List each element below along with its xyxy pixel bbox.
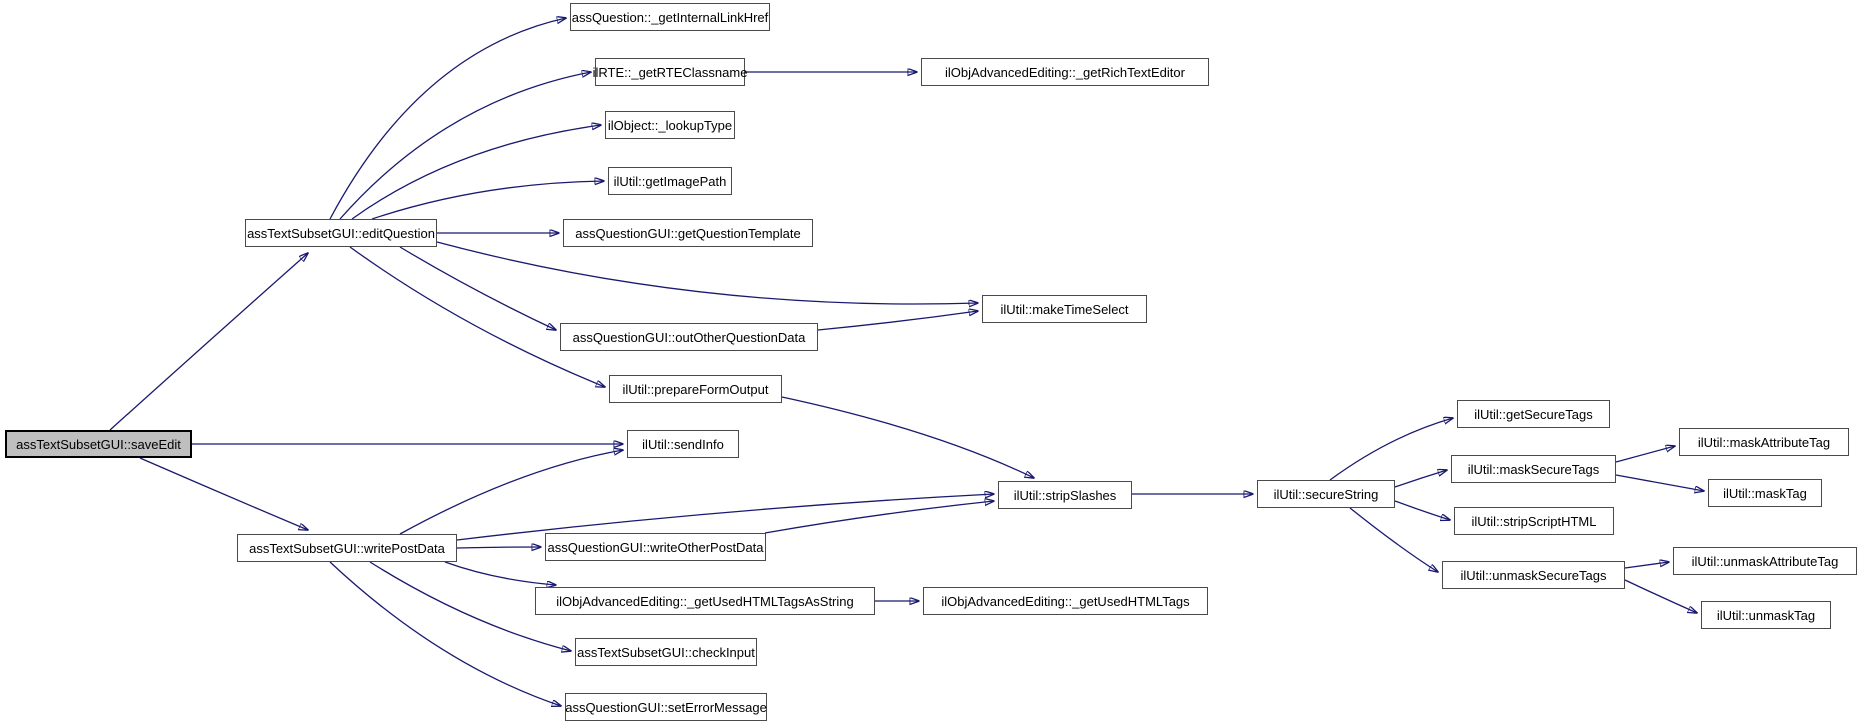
edge-saveEdit-to-writePostData xyxy=(139,457,308,530)
edge-saveEdit-to-editQuestion xyxy=(109,253,308,431)
node-maskAttributeTag[interactable]: ilUtil::maskAttributeTag xyxy=(1679,428,1849,456)
node-lookupType[interactable]: ilObject::_lookupType xyxy=(605,111,735,139)
node-unmaskAttributeTag[interactable]: ilUtil::unmaskAttributeTag xyxy=(1673,547,1857,575)
node-getUsedHTMLTagsAsString[interactable]: ilObjAdvancedEditing::_getUsedHTMLTagsAs… xyxy=(535,587,875,615)
node-getRichTextEditor[interactable]: ilObjAdvancedEditing::_getRichTextEditor xyxy=(921,58,1209,86)
edge-editQuestion-to-getRTEClassname xyxy=(339,72,591,220)
edge-editQuestion-to-outOtherQuestionData xyxy=(399,246,556,330)
node-saveEdit[interactable]: assTextSubsetGUI::saveEdit xyxy=(5,430,192,458)
node-sendInfo[interactable]: ilUtil::sendInfo xyxy=(627,430,739,458)
edge-secureString-to-stripScriptHTML xyxy=(1394,500,1450,520)
node-setErrorMessage[interactable]: assQuestionGUI::setErrorMessage xyxy=(565,693,767,721)
edge-secureString-to-unmaskSecureTags xyxy=(1349,507,1438,572)
edge-writePostData-to-checkInput xyxy=(369,561,571,651)
edge-prepareFormOutput-to-stripSlashes xyxy=(781,396,1034,478)
node-writeOtherPostData[interactable]: assQuestionGUI::writeOtherPostData xyxy=(545,533,766,561)
edge-unmaskSecureTags-to-unmaskTag xyxy=(1624,579,1697,613)
edge-secureString-to-maskSecureTags xyxy=(1394,470,1447,488)
edge-writePostData-to-setErrorMessage xyxy=(329,561,561,706)
edge-editQuestion-to-getInternalLinkHref xyxy=(329,18,566,220)
node-maskSecureTags[interactable]: ilUtil::maskSecureTags xyxy=(1451,455,1616,483)
edge-maskSecureTags-to-maskTag xyxy=(1615,474,1704,491)
node-getSecureTags[interactable]: ilUtil::getSecureTags xyxy=(1457,400,1610,428)
node-getUsedHTMLTags[interactable]: ilObjAdvancedEditing::_getUsedHTMLTags xyxy=(923,587,1208,615)
node-unmaskTag[interactable]: ilUtil::unmaskTag xyxy=(1701,601,1831,629)
edge-editQuestion-to-getImagePath xyxy=(371,181,604,220)
node-getQuestionTemplate[interactable]: assQuestionGUI::getQuestionTemplate xyxy=(563,219,813,247)
node-writePostData[interactable]: assTextSubsetGUI::writePostData xyxy=(237,534,457,562)
node-stripScriptHTML[interactable]: ilUtil::stripScriptHTML xyxy=(1454,507,1614,535)
edge-editQuestion-to-prepareFormOutput xyxy=(349,246,605,387)
edge-unmaskSecureTags-to-unmaskAttributeTag xyxy=(1624,562,1669,569)
node-secureString[interactable]: ilUtil::secureString xyxy=(1257,480,1395,508)
call-graph-edges xyxy=(109,18,1704,706)
node-editQuestion[interactable]: assTextSubsetGUI::editQuestion xyxy=(245,219,437,247)
edge-writePostData-to-getUsedHTMLTagsAsString xyxy=(444,561,556,585)
node-unmaskSecureTags[interactable]: ilUtil::unmaskSecureTags xyxy=(1442,561,1625,589)
edge-writePostData-to-writeOtherPostData xyxy=(456,547,541,548)
edge-writePostData-to-stripSlashes xyxy=(456,494,994,541)
node-checkInput[interactable]: assTextSubsetGUI::checkInput xyxy=(575,638,757,666)
edge-editQuestion-to-makeTimeSelect xyxy=(436,241,978,304)
edge-maskSecureTags-to-maskAttributeTag xyxy=(1615,446,1675,463)
node-getInternalLinkHref[interactable]: assQuestion::_getInternalLinkHref xyxy=(570,3,770,31)
node-maskTag[interactable]: ilUtil::maskTag xyxy=(1708,479,1822,507)
node-prepareFormOutput[interactable]: ilUtil::prepareFormOutput xyxy=(609,375,782,403)
edge-secureString-to-getSecureTags xyxy=(1329,418,1453,481)
edge-outOtherQuestionData-to-makeTimeSelect xyxy=(817,311,978,331)
node-makeTimeSelect[interactable]: ilUtil::makeTimeSelect xyxy=(982,295,1147,323)
node-outOtherQuestionData[interactable]: assQuestionGUI::outOtherQuestionData xyxy=(560,323,818,351)
edge-editQuestion-to-lookupType xyxy=(351,125,601,220)
edge-writePostData-to-sendInfo xyxy=(399,450,623,535)
edge-writeOtherPostData-to-stripSlashes xyxy=(764,501,994,534)
node-getImagePath[interactable]: ilUtil::getImagePath xyxy=(608,167,732,195)
node-getRTEClassname[interactable]: ilRTE::_getRTEClassname xyxy=(593,58,747,86)
node-stripSlashes[interactable]: ilUtil::stripSlashes xyxy=(998,481,1132,509)
